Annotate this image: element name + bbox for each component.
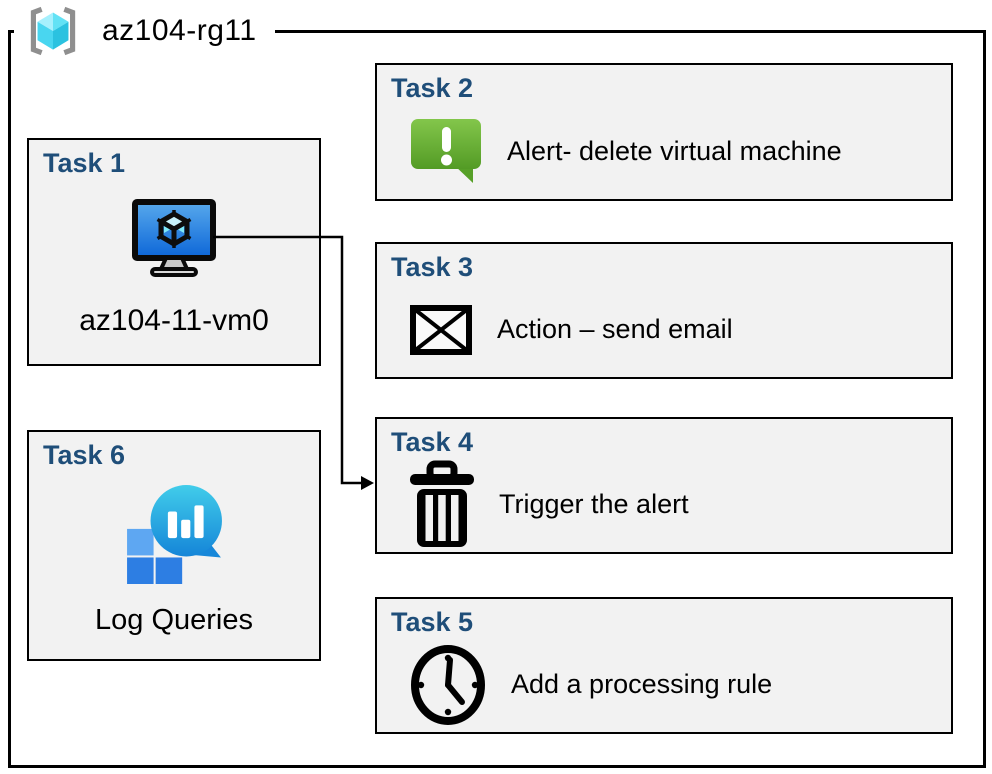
virtual-machine-icon	[131, 198, 217, 278]
task-6-label: Log Queries	[95, 604, 253, 636]
resource-group-header: az104-rg11	[14, 2, 275, 60]
task-6-box: Task 6 Log Queries	[27, 430, 321, 661]
task-5-box: Task 5 Add a processing rule	[375, 597, 953, 734]
task-3-box: Task 3 Action – send email	[375, 242, 953, 379]
task-2-label: Alert- delete virtual machine	[507, 135, 842, 166]
task-6-title: Task 6	[43, 440, 126, 470]
task-5-title: Task 5	[391, 607, 474, 637]
resource-group-icon	[20, 4, 86, 58]
log-queries-icon	[124, 484, 224, 584]
task-1-label: az104-11-vm0	[79, 304, 269, 337]
task-4-title: Task 4	[391, 427, 474, 457]
task-5-label: Add a processing rule	[511, 669, 773, 699]
resource-group-name: az104-rg11	[102, 14, 257, 47]
task-2-box: Task 2 Alert- delete virtual machine	[375, 63, 953, 201]
task-4-box: Task 4 Trigger the alert	[375, 417, 953, 554]
alert-icon	[409, 116, 483, 186]
trash-icon	[409, 460, 475, 550]
task-4-label: Trigger the alert	[499, 489, 689, 519]
task-3-title: Task 3	[391, 252, 474, 282]
task-2-title: Task 2	[391, 73, 474, 103]
task-1-title: Task 1	[43, 148, 126, 178]
clock-icon	[409, 644, 487, 726]
task-1-box: Task 1	[27, 138, 321, 366]
task-3-label: Action – send email	[497, 314, 733, 344]
email-icon	[409, 304, 473, 356]
